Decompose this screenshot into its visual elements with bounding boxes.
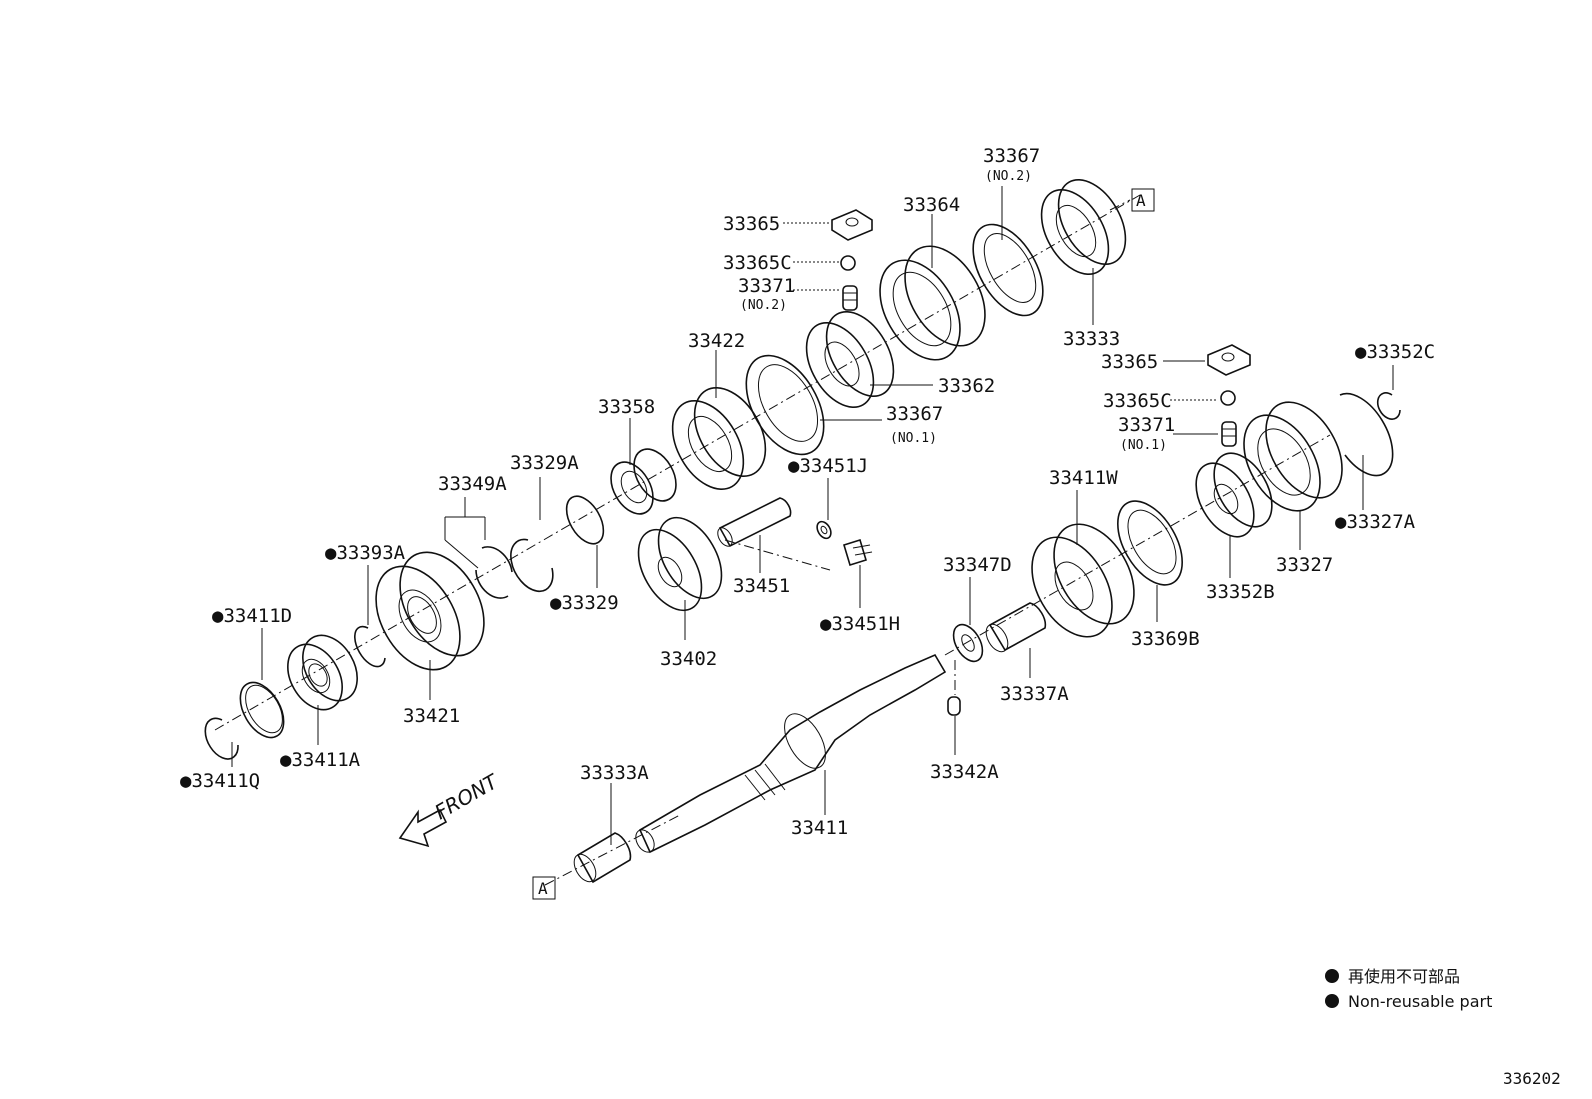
label-33342a: 33342A [930,761,999,783]
ball-33365c-right [1220,390,1236,406]
label-33358: 33358 [598,396,655,418]
label-33333: 33333 [1063,328,1120,350]
legend-bullet-en [1325,994,1339,1008]
part-labels: 33367 (NO.2) 33364 33365 33365C 33371 (N… [180,145,1435,839]
reference-box-a-bottom: A [532,876,556,900]
label-33349a: 33349A [438,473,507,495]
ring-33393a [354,625,386,668]
label-33327: 33327 [1276,554,1333,576]
legend-bullet-jp [1325,969,1339,983]
gear-33402 [637,516,723,612]
bearing-33411w [1031,523,1135,638]
label-33369b: 33369B [1131,628,1200,650]
washer-33451j [816,520,832,540]
needle-bearing-33358 [610,448,677,515]
synchro-ring-33367-no1 [745,354,825,456]
label-33367-no1: 33367 [886,403,943,425]
label-33371-no2-sub: (NO.2) [740,298,787,313]
label-33352b: 33352B [1206,581,1275,603]
snap-ring-33411q [204,717,239,760]
reference-box-a-bottom-label: A [538,879,548,898]
label-33411d: ●33411D [212,605,292,627]
shaft-33451 [717,497,792,548]
label-33451j: ●33451J [788,455,868,477]
label-33364: 33364 [903,194,960,216]
half-rings-33349a [475,546,513,599]
label-33402: 33402 [660,648,717,670]
label-33365c-right: 33365C [1103,390,1172,412]
label-33451: 33451 [733,575,790,597]
label-33367-no2: 33367 [983,145,1040,167]
gear-33327 [1243,401,1343,512]
label-33411q: ●33411Q [180,770,260,792]
shifting-key-33365-right [1207,344,1251,376]
ring-33329 [565,495,605,545]
shifting-key-33365-top [831,209,873,241]
figure-number: 336202 [1503,1069,1561,1088]
label-33422: 33422 [688,330,745,352]
legend: 再使用不可部品 Non-reusable part [1325,967,1492,1011]
label-33371-no1: 33371 [1118,414,1175,436]
thrust-washer-33347d [952,623,984,663]
spring-33371-no2 [842,285,858,311]
label-33337a: 33337A [1000,683,1069,705]
reference-box-a-top: A [1131,188,1155,212]
label-33371-no2: 33371 [738,275,795,297]
front-arrow: FRONT [398,768,504,848]
label-33352c: ●33352C [1355,341,1435,363]
label-33367-no1-sub: (NO.1) [890,431,937,446]
label-33365-right: 33365 [1101,351,1158,373]
output-shaft-33411 [635,653,947,854]
sleeve-33364 [879,245,986,361]
label-33327a: ●33327A [1335,511,1416,533]
bearing-33411a [287,634,358,711]
axis-lines [214,194,1331,886]
label-33347d: 33347D [943,554,1012,576]
label-33421: 33421 [403,705,460,727]
gear-33421 [375,551,485,671]
label-33411w: 33411W [1049,467,1118,489]
needle-bearing-33337a [985,602,1047,653]
ring-33411d [239,681,285,739]
label-33411: 33411 [791,817,848,839]
label-33329: ●33329 [550,592,619,614]
hub-33362 [805,310,895,409]
label-33371-no1-sub: (NO.1) [1120,438,1167,453]
ring-33327a [1339,392,1394,477]
ring-33369b [1117,500,1183,586]
synchro-ring-33367-no2 [972,223,1044,317]
label-33411a: ●33411A [280,749,361,771]
legend-japanese: 再使用不可部品 [1348,967,1460,986]
bolt-33451h [843,538,873,567]
spring-33371-no1 [1221,421,1237,447]
legend-english: Non-reusable part [1348,992,1492,1011]
cone-33333 [1040,178,1127,276]
leader-lines [231,186,1394,845]
hub-33352b [1195,452,1273,538]
snap-ring-33352c [1376,392,1401,420]
label-33367-no2-sub: (NO.2) [985,169,1032,184]
label-33451h: ●33451H [820,613,900,635]
pin-33342a [947,696,961,716]
label-33393a: ●33393A [325,542,406,564]
gear-33422 [671,387,767,490]
front-arrow-label: FRONT [431,768,504,824]
ball-33365c-top [840,255,856,271]
label-33365c-top: 33365C [723,252,792,274]
ring-33329a [510,538,554,592]
label-33329a: 33329A [510,452,579,474]
label-33333a: 33333A [580,762,649,784]
label-33362: 33362 [938,375,995,397]
needle-bearing-33333a [573,832,632,884]
label-33365-top: 33365 [723,213,780,235]
reference-box-a-top-label: A [1136,191,1146,210]
